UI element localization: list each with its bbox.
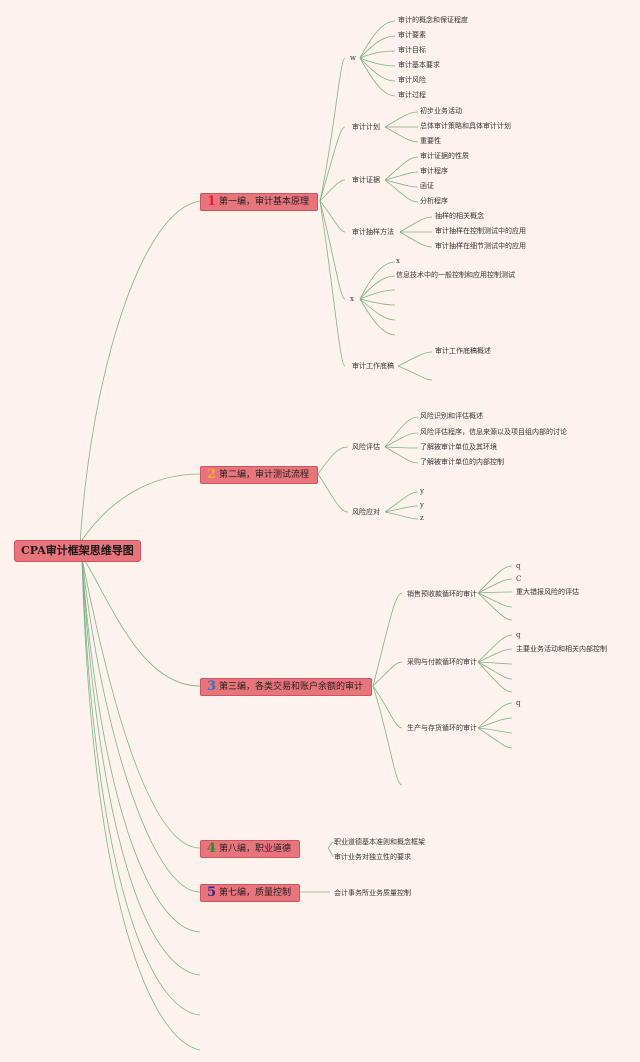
w-item-6[interactable]: 审计过程 (398, 91, 426, 99)
risk-assess-item-2[interactable]: 风险评估程序，信息来源以及项目组内部的讨论 (420, 428, 567, 436)
evidence-item-3[interactable]: 函证 (420, 182, 434, 190)
chapter-4-label: 第八编，职业道德 (219, 844, 292, 854)
sampling-item-3[interactable]: 审计抽样在细节测试中的应用 (435, 242, 526, 250)
purchase-item-1[interactable]: q (516, 631, 521, 639)
purchase-item-2[interactable]: 主要业务活动和相关内部控制 (516, 645, 607, 653)
sales-item-1[interactable]: q (516, 562, 521, 570)
topic-audit-plan[interactable]: 审计计划 (352, 123, 380, 131)
ethics-item-2[interactable]: 审计业务对独立性的要求 (334, 853, 411, 861)
x-item-2[interactable]: 信息技术中的一般控制和应用控制测试 (396, 271, 515, 279)
chapter-5-label: 第七编，质量控制 (219, 888, 292, 898)
chapter-3-label: 第三编，各类交易和账户余额的审计 (219, 682, 364, 692)
quality-item-1[interactable]: 会计事务所业务质量控制 (334, 889, 411, 897)
risk-resp-item-2[interactable]: y (420, 501, 424, 509)
w-item-3[interactable]: 审计目标 (398, 46, 426, 54)
evidence-item-1[interactable]: 审计证据的性质 (420, 152, 469, 160)
chapter-4-number: 4 (207, 841, 217, 856)
production-item-1[interactable]: q (516, 699, 521, 707)
risk-assess-item-4[interactable]: 了解被审计单位的内部控制 (420, 458, 504, 466)
chapter-1-label: 第一编，审计基本原理 (219, 197, 310, 207)
w-item-4[interactable]: 审计基本要求 (398, 61, 440, 69)
chapter-1-number: 1 (207, 194, 217, 209)
plan-item-3[interactable]: 重要性 (420, 137, 441, 145)
risk-resp-item-3[interactable]: z (420, 514, 424, 522)
topic-working-papers[interactable]: 审计工作底稿 (352, 362, 394, 370)
x-item-1[interactable]: x (396, 257, 400, 265)
w-item-2[interactable]: 审计要素 (398, 31, 426, 39)
plan-item-1[interactable]: 初步业务活动 (420, 107, 462, 115)
sales-item-3[interactable]: 重大错报风险的评估 (516, 588, 579, 596)
sampling-item-1[interactable]: 抽样的相关概念 (435, 212, 484, 220)
chapter-2-label: 第二编，审计测试流程 (219, 470, 310, 480)
topic-x[interactable]: x (350, 295, 354, 303)
topic-purchase-cycle[interactable]: 采购与付款循环的审计 (407, 658, 477, 666)
evidence-item-2[interactable]: 审计程序 (420, 167, 448, 175)
topic-production-cycle[interactable]: 生产与存货循环的审计 (407, 724, 477, 732)
sales-item-2[interactable]: C (516, 575, 522, 583)
papers-item-1[interactable]: 审计工作底稿概述 (435, 347, 491, 355)
topic-audit-sampling[interactable]: 审计抽样方法 (352, 228, 394, 236)
topic-risk-response[interactable]: 风险应对 (352, 508, 380, 516)
evidence-item-4[interactable]: 分析程序 (420, 197, 448, 205)
topic-w[interactable]: w (350, 54, 356, 62)
risk-assess-item-1[interactable]: 风险识别和评估概述 (420, 412, 483, 420)
topic-risk-assessment[interactable]: 风险评估 (352, 443, 380, 451)
w-item-1[interactable]: 审计的概念和保证程度 (398, 16, 468, 24)
chapter-2-number: 2 (207, 467, 217, 482)
topic-audit-evidence[interactable]: 审计证据 (352, 176, 380, 184)
plan-item-2[interactable]: 总体审计策略和具体审计计划 (420, 122, 511, 130)
w-item-5[interactable]: 审计风险 (398, 76, 426, 84)
chapter-5-number: 5 (207, 885, 217, 900)
root-node[interactable]: CPA审计框架思维导图 (14, 540, 141, 562)
ethics-item-1[interactable]: 职业道德基本准则和概念框架 (334, 838, 425, 846)
chapter-3-number: 3 (207, 679, 217, 694)
risk-resp-item-1[interactable]: y (420, 487, 424, 495)
sampling-item-2[interactable]: 审计抽样在控制测试中的应用 (435, 227, 526, 235)
risk-assess-item-3[interactable]: 了解被审计单位及其环境 (420, 443, 497, 451)
topic-sales-cycle[interactable]: 销售预收款循环的审计 (407, 590, 477, 598)
